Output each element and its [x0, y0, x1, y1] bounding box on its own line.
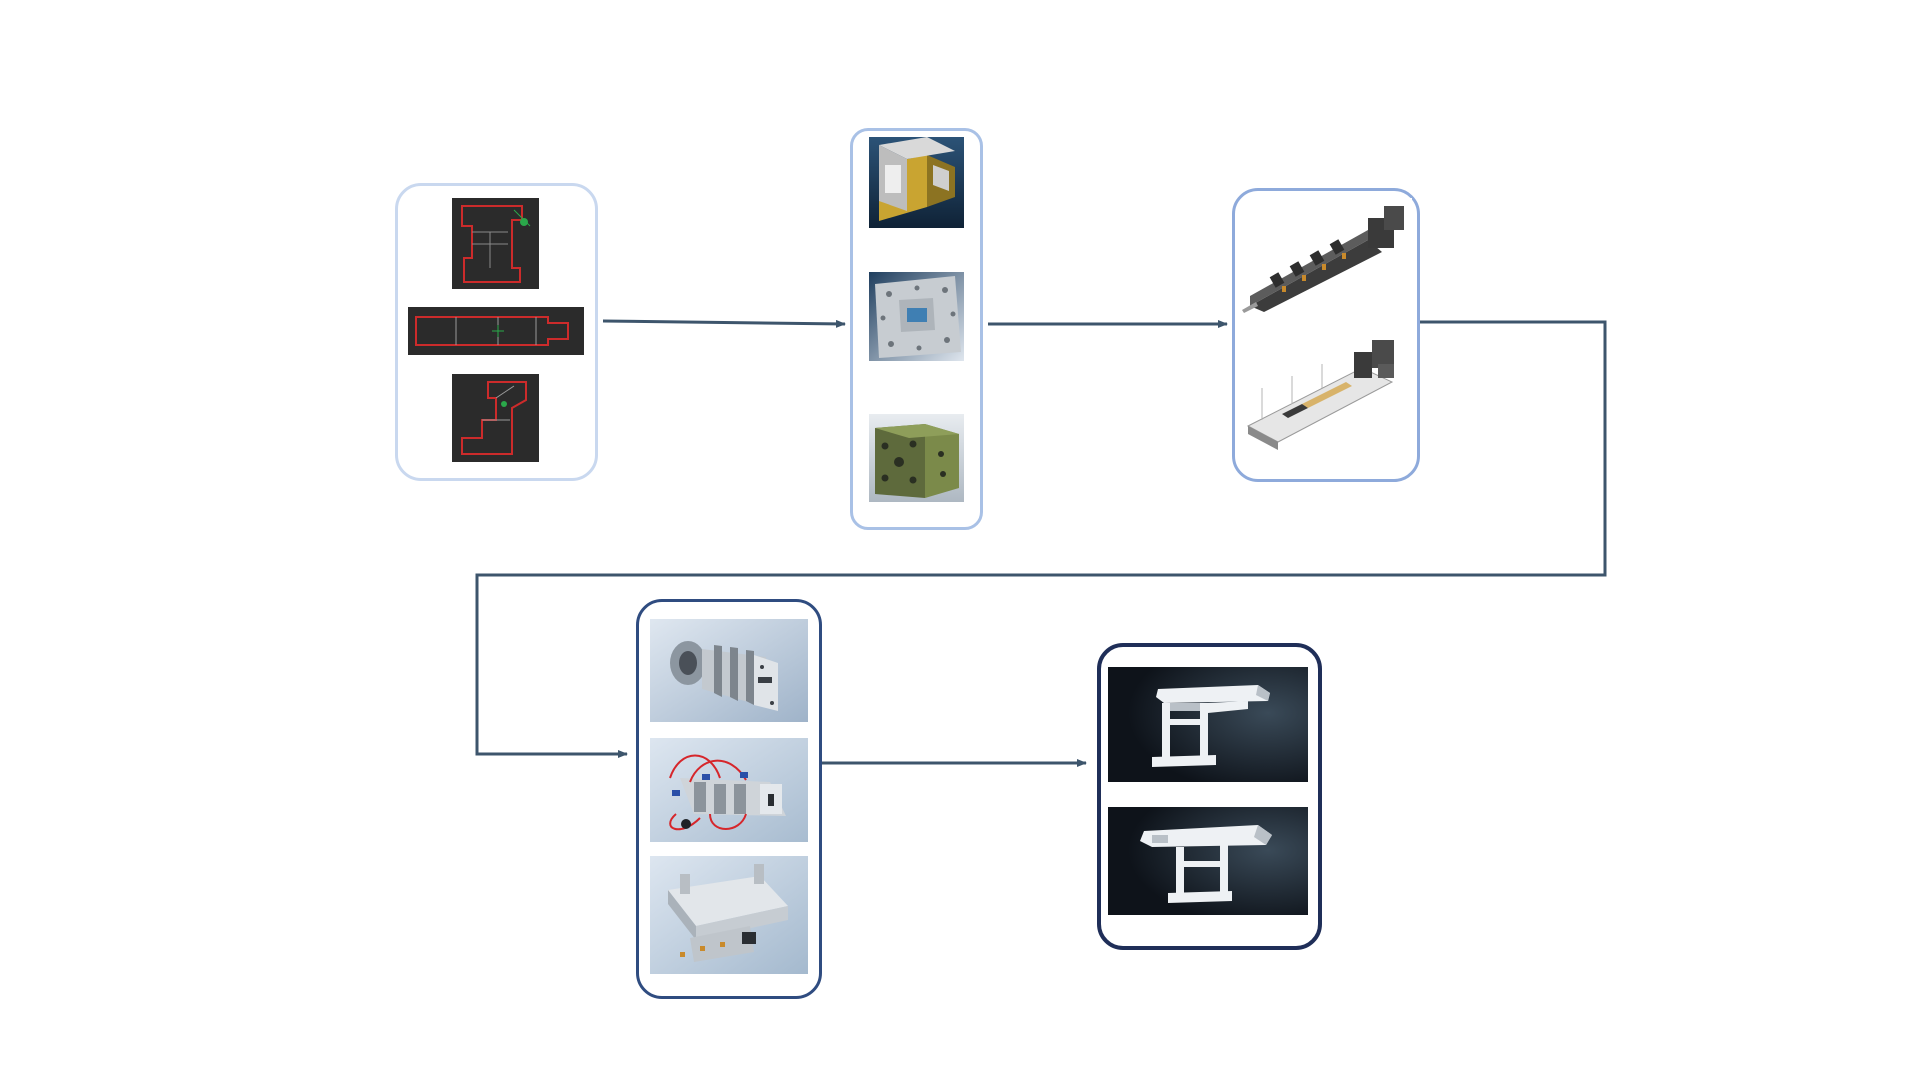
die-heaters-icon: [650, 738, 808, 842]
calibration-table-model: [1242, 330, 1412, 452]
die-plate-icon: [869, 272, 964, 361]
profile-drawing-top: [452, 198, 539, 289]
cad-drawing-icon: [408, 307, 584, 355]
die-block-model: [869, 414, 964, 502]
profile-model-icon: [869, 137, 964, 228]
extruder-model-icon: [1242, 198, 1412, 313]
profile-photo-icon: [1108, 667, 1308, 782]
die-head-photo: [650, 619, 808, 722]
extruder-assembly-model: [1242, 198, 1412, 313]
die-with-heaters-photo: [650, 738, 808, 842]
extruded-profile-photo-bottom: [1108, 807, 1308, 915]
profile-3d-model: [869, 137, 964, 228]
calibrator-icon: [650, 856, 808, 974]
calibrator-photo: [650, 856, 808, 974]
die-plate-model: [869, 272, 964, 361]
extruded-profile-photo-top: [1108, 667, 1308, 782]
profile-drawing-bottom: [452, 374, 539, 462]
die-head-icon: [650, 619, 808, 722]
connector-arrow-3: [475, 320, 1607, 758]
die-block-icon: [869, 414, 964, 502]
profile-drawing-middle: [408, 307, 584, 355]
cad-drawing-icon: [452, 374, 539, 462]
calibration-table-icon: [1242, 330, 1412, 452]
profile-photo-icon: [1108, 807, 1308, 915]
connector-arrow-1: [602, 319, 846, 328]
cad-drawing-icon: [452, 198, 539, 289]
